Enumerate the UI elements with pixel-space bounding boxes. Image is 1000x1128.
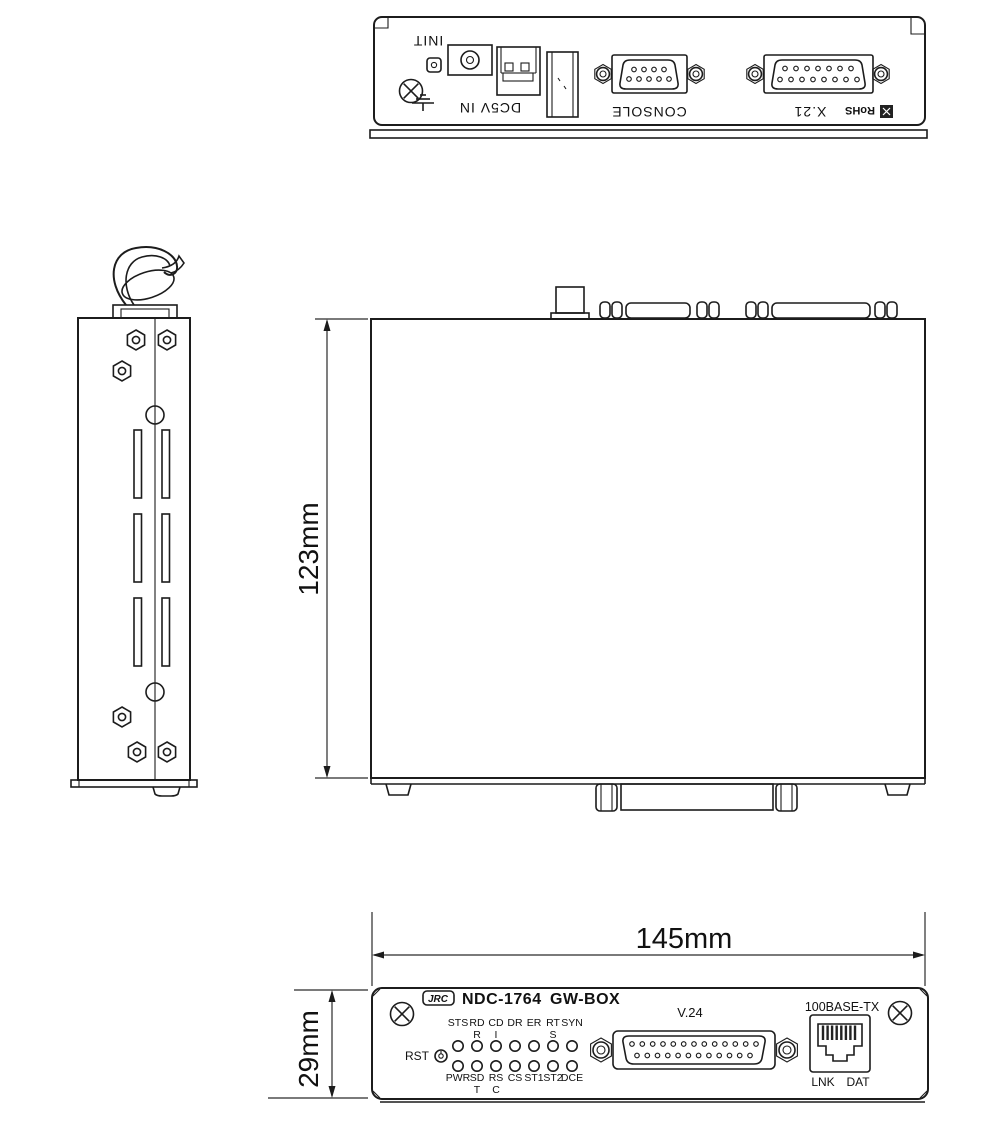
v24-post-bump xyxy=(775,783,798,812)
lnk-label: LNK xyxy=(811,1075,834,1089)
hex-screw xyxy=(126,329,146,351)
rohs-mark: RoHS xyxy=(845,104,893,118)
side-view xyxy=(70,246,198,797)
led-label: SD xyxy=(470,1072,485,1084)
screw-post-pair xyxy=(696,301,720,319)
led-label: CD xyxy=(488,1017,504,1029)
led-label: DR xyxy=(507,1017,523,1029)
led-label: DCE xyxy=(561,1072,583,1084)
hex-screw xyxy=(157,741,177,763)
model-name-label: GW-BOX xyxy=(550,991,620,1008)
led-label: ST2 xyxy=(543,1072,562,1084)
cable-clamp xyxy=(112,246,185,319)
dc-power-jack xyxy=(447,44,493,76)
height-dimension-label: 29mm xyxy=(293,1010,324,1088)
x21-shell-bump xyxy=(771,302,871,319)
hex-screw xyxy=(112,706,132,728)
panel-screw-left xyxy=(389,1001,415,1027)
vent-slots xyxy=(133,429,171,667)
dimension-width: 145mm xyxy=(371,912,926,986)
front-view: JRC NDC-1764 GW-BOX STS RD CD DR ER RT S… xyxy=(371,987,929,1103)
led-label: STS xyxy=(448,1017,468,1029)
foot xyxy=(884,783,911,796)
terminal-block xyxy=(496,46,541,96)
v24-post-bump xyxy=(595,783,618,812)
init-label: INIT xyxy=(413,33,443,49)
led-label: RT xyxy=(546,1017,560,1029)
led-label: RS xyxy=(489,1072,504,1084)
dimension-depth: 123mm xyxy=(293,318,368,779)
led-top-labels: STS RD CD DR ER RT SYN R I S xyxy=(448,1017,583,1041)
led-bottom-labels: PWR SD RS CS ST1 ST2 DCE T C xyxy=(446,1072,583,1096)
rst-label: RST xyxy=(405,1049,430,1063)
led-sublabel: T xyxy=(474,1084,481,1096)
led-label: ST1 xyxy=(524,1072,543,1084)
screw-post-pair xyxy=(599,301,623,319)
depth-dimension-label: 123mm xyxy=(293,502,324,595)
v24-connector xyxy=(589,1030,799,1070)
led-sublabel: R xyxy=(473,1029,481,1041)
screw-post-pair xyxy=(745,301,769,319)
x21-connector xyxy=(745,54,891,94)
model-number-label: NDC-1764 xyxy=(462,991,542,1008)
led-label: CS xyxy=(508,1072,523,1084)
dimension-height: 29mm xyxy=(268,989,368,1099)
console-shell-bump xyxy=(625,302,691,319)
led-sublabel: S xyxy=(549,1029,556,1041)
rj45-jack xyxy=(809,1014,871,1073)
width-dimension-label: 145mm xyxy=(636,923,733,955)
plan-top-protrusions xyxy=(550,286,898,320)
led-sublabel: C xyxy=(492,1084,500,1096)
panel-screw-right xyxy=(887,1000,913,1026)
jrc-logo: JRC xyxy=(422,990,455,1006)
side-hole xyxy=(145,405,165,425)
led-label: SYN xyxy=(561,1017,583,1029)
hex-screw xyxy=(112,360,132,382)
plan-bottom-details xyxy=(385,783,911,812)
dat-label: DAT xyxy=(846,1075,870,1089)
plan-view xyxy=(370,286,926,812)
console-label: CONSOLE xyxy=(611,104,686,120)
v24-shell-bump xyxy=(620,783,774,811)
ethernet-label: 100BASE-TX xyxy=(805,1000,880,1014)
led-indicators xyxy=(451,1040,579,1072)
foot xyxy=(385,783,412,796)
card-slot xyxy=(546,51,579,118)
brand-label: JRC xyxy=(428,994,449,1005)
earth-ground-icon xyxy=(412,94,434,111)
console-connector xyxy=(593,54,706,94)
init-button xyxy=(426,57,442,73)
rear-edge-bar xyxy=(369,129,928,139)
rohs-label: RoHS xyxy=(845,104,875,116)
led-label: PWR xyxy=(446,1072,471,1084)
led-label: ER xyxy=(527,1017,542,1029)
rear-view: INIT DC5V IN xyxy=(369,16,928,139)
x21-label: X.21 xyxy=(794,104,827,120)
v24-label: V.24 xyxy=(677,1005,703,1020)
hex-screw xyxy=(157,329,177,351)
hex-screw xyxy=(127,741,147,763)
dc5v-label: DC5V IN xyxy=(459,100,521,116)
plan-outline xyxy=(370,318,926,779)
rear-panel-outline xyxy=(373,16,926,126)
corner-tab-left xyxy=(374,18,389,29)
front-panel-outline xyxy=(371,987,929,1100)
led-sublabel: I xyxy=(495,1029,498,1041)
rst-button xyxy=(434,1049,448,1063)
side-base xyxy=(70,779,198,797)
corner-tab-right xyxy=(910,18,925,35)
dc-jack-bump xyxy=(555,286,585,314)
side-hole xyxy=(145,682,165,702)
screw-post-pair xyxy=(874,301,898,319)
rj45-contacts xyxy=(821,1024,857,1042)
led-label: RD xyxy=(469,1017,485,1029)
